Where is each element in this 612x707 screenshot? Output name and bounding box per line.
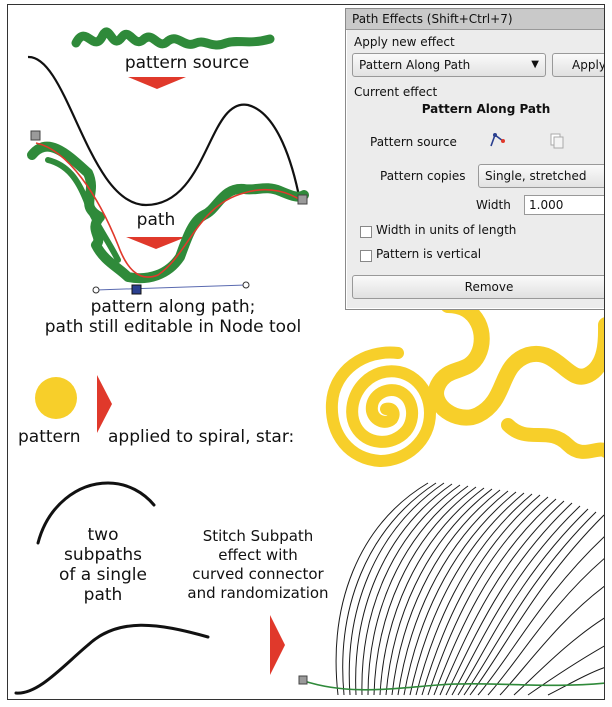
effect-select-value: Pattern Along Path bbox=[359, 58, 470, 72]
label-stitch-1: Stitch Subpath bbox=[178, 527, 338, 546]
illustration-frame: pattern source path pattern along path; … bbox=[7, 4, 605, 700]
label-stitch-3: curved connector bbox=[178, 565, 338, 584]
width-label: Width bbox=[476, 198, 511, 212]
node-end bbox=[298, 195, 307, 204]
remove-button[interactable]: Remove bbox=[352, 275, 605, 299]
pattern-source-scribble bbox=[76, 32, 270, 45]
yellow-dot-pattern bbox=[35, 377, 77, 419]
pattern-source-label: Pattern source bbox=[370, 135, 457, 149]
edit-path-icon[interactable] bbox=[488, 131, 506, 149]
red-arrow-2 bbox=[126, 237, 186, 249]
pattern-copies-label: Pattern copies bbox=[380, 169, 466, 183]
node-start bbox=[31, 131, 40, 140]
pattern-vertical-checkbox[interactable] bbox=[360, 250, 372, 262]
apply-button[interactable]: Apply bbox=[552, 53, 605, 77]
label-subpaths: subpaths bbox=[48, 545, 158, 565]
width-units-label: Width in units of length bbox=[376, 223, 516, 237]
effect-select[interactable]: Pattern Along Path ▼ bbox=[352, 53, 546, 77]
current-effect-label: Current effect bbox=[354, 85, 437, 99]
red-arrow-1 bbox=[128, 77, 186, 89]
current-effect-name: Pattern Along Path bbox=[346, 102, 605, 116]
apply-new-effect-label: Apply new effect bbox=[354, 35, 455, 49]
label-pattern-source: pattern source bbox=[112, 53, 262, 73]
stitch-node bbox=[299, 676, 307, 684]
stitch-subpath-strands bbox=[336, 483, 605, 695]
label-pattern-along-path-1: pattern along path; bbox=[48, 297, 298, 317]
pattern-copies-select[interactable]: Single, stretched ▼ bbox=[478, 164, 605, 188]
node-selected bbox=[132, 285, 141, 294]
label-stitch-4: and randomization bbox=[178, 584, 338, 603]
yellow-star bbox=[436, 305, 605, 418]
label-applied-to: applied to spiral, star: bbox=[108, 427, 294, 447]
label-two: two bbox=[48, 525, 158, 545]
label-stitch-2: effect with bbox=[178, 546, 338, 565]
subpath-bottom bbox=[16, 625, 208, 693]
label-pattern: pattern bbox=[18, 427, 80, 447]
copy-icon[interactable] bbox=[548, 131, 566, 149]
yellow-spiral bbox=[332, 353, 430, 461]
pattern-vertical-label: Pattern is vertical bbox=[376, 247, 481, 261]
red-arrow-4 bbox=[270, 615, 285, 675]
node-handle-line bbox=[96, 285, 246, 290]
label-path-2: path bbox=[48, 585, 158, 605]
pattern-copies-value: Single, stretched bbox=[485, 169, 586, 183]
path-effects-dialog: Path Effects (Shift+Ctrl+7) Apply new ef… bbox=[345, 8, 605, 310]
paste-icon[interactable] bbox=[604, 131, 605, 149]
red-arrow-3 bbox=[97, 375, 112, 433]
label-pattern-along-path-2: path still editable in Node tool bbox=[28, 317, 318, 337]
dialog-title: Path Effects (Shift+Ctrl+7) bbox=[346, 9, 605, 30]
width-units-checkbox[interactable] bbox=[360, 226, 372, 238]
chevron-down-icon: ▼ bbox=[531, 54, 539, 76]
label-of-a-single: of a single bbox=[48, 565, 158, 585]
label-path: path bbox=[126, 210, 186, 230]
width-input[interactable]: 1.000 bbox=[524, 195, 605, 215]
